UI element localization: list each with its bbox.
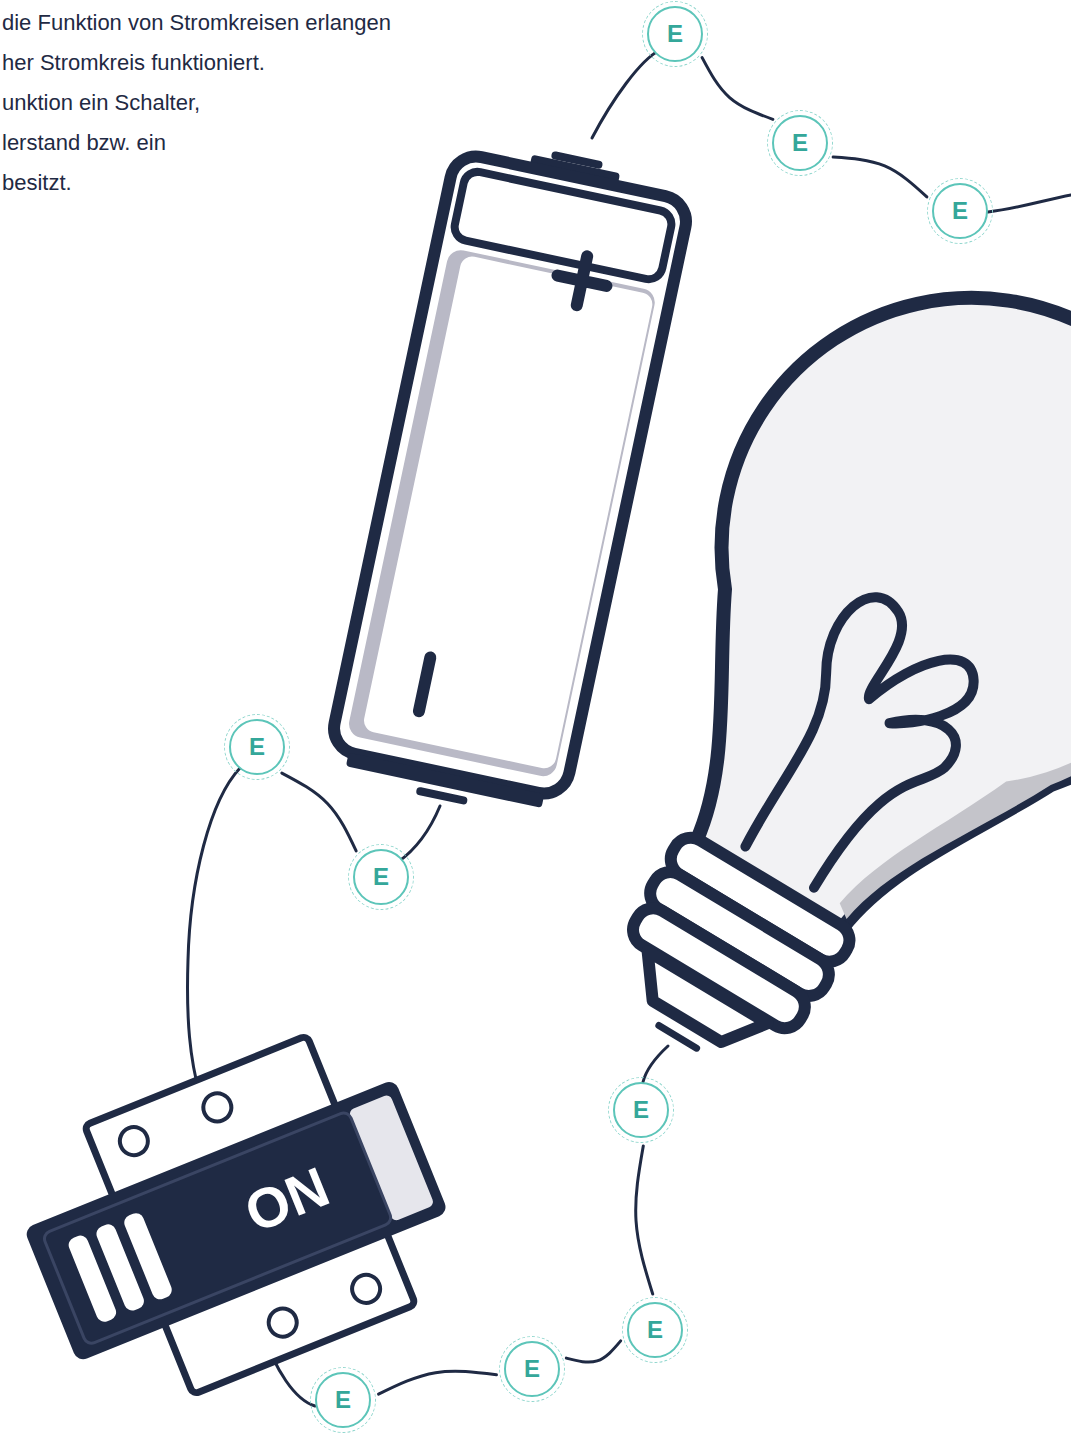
wire <box>592 50 660 138</box>
electron-circle: E <box>229 719 285 775</box>
wire <box>282 773 356 851</box>
intro-text-line: die Funktion von Stromkreisen erlangen <box>2 10 391 36</box>
wire <box>702 58 773 120</box>
intro-text-line: unktion ein Schalter, <box>2 90 200 116</box>
electron-label: E <box>373 865 389 889</box>
electron-label: E <box>647 1318 663 1342</box>
electron-label: E <box>792 131 808 155</box>
electron-label: E <box>524 1357 540 1381</box>
electron-label: E <box>667 22 683 46</box>
electron-circle: E <box>353 849 409 905</box>
electron-label: E <box>952 199 968 223</box>
electron-circle: E <box>315 1372 371 1428</box>
wires <box>188 50 1071 1406</box>
wire <box>398 806 440 862</box>
intro-text-line: lerstand bzw. ein <box>2 130 166 156</box>
electron-circle: E <box>932 183 988 239</box>
wire <box>379 1371 497 1394</box>
electron-circle: E <box>772 115 828 171</box>
wire <box>188 768 241 1095</box>
switch <box>0 1011 476 1430</box>
wire <box>566 1341 620 1362</box>
intro-text-line: besitzt. <box>2 170 72 196</box>
electron-label: E <box>249 735 265 759</box>
electron-circle: E <box>647 6 703 62</box>
electron-circle: E <box>504 1341 560 1397</box>
battery <box>324 135 694 821</box>
wire <box>636 1146 653 1294</box>
electron-label: E <box>633 1098 649 1122</box>
wire <box>833 157 927 197</box>
light-bulb <box>463 205 1071 1166</box>
electron-label: E <box>335 1388 351 1412</box>
intro-text-line: her Stromkreis funktioniert. <box>2 50 265 76</box>
electron-circle: E <box>613 1082 669 1138</box>
wire <box>988 195 1071 212</box>
electron-circle: E <box>627 1302 683 1358</box>
